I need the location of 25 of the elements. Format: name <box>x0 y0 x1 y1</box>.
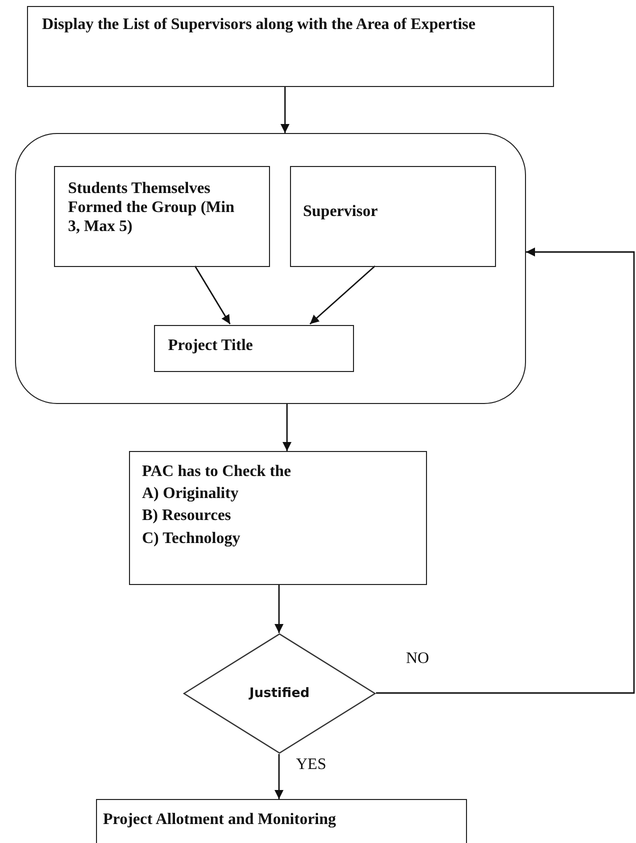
arrow <box>282 404 292 451</box>
process-box <box>154 325 354 372</box>
arrow <box>280 87 290 133</box>
box-label: Display the List of Supervisors along with the Area of Expertise <box>42 15 476 34</box>
box-label: Project Title <box>168 336 253 356</box>
list-item: A) Originality <box>142 484 238 504</box>
box-label: Project Allotment and Monitoring <box>103 810 336 830</box>
box-label: PAC has to Check the <box>142 462 292 482</box>
list-item: C) Technology <box>142 528 240 548</box>
arrow <box>310 265 376 325</box>
box-label: Justified <box>249 686 310 702</box>
arrow <box>274 585 284 633</box>
process-box <box>290 166 496 267</box>
process-box <box>129 451 427 585</box>
arrow <box>376 248 635 694</box>
group-box <box>15 133 526 404</box>
arrow <box>194 266 231 324</box>
process-box <box>54 166 270 267</box>
list-item: B) Resources <box>142 506 232 526</box>
box-label: Students Themselves Formed the Group (Min 3, Max 5) <box>68 179 236 237</box>
arrow <box>274 754 284 799</box>
process-box <box>27 6 554 87</box>
decision-diamond <box>183 633 376 754</box>
process-box <box>96 799 467 843</box>
box-label: Supervisor <box>303 202 378 222</box>
